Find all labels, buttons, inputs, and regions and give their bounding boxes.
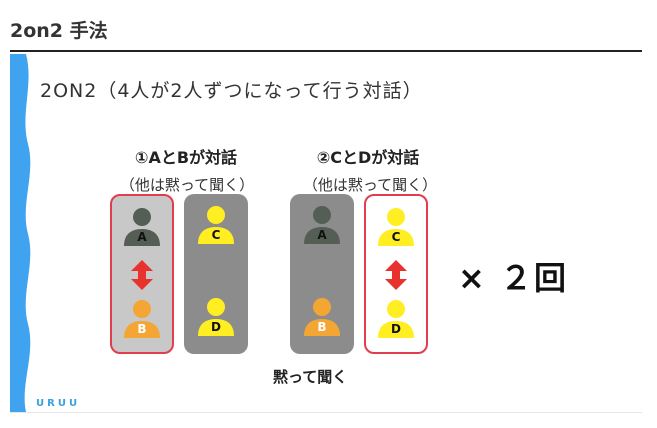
person-d-label: D	[391, 322, 401, 336]
wave-decoration	[10, 54, 31, 412]
person-icon	[124, 300, 160, 338]
person-icon	[124, 208, 160, 246]
group-2-title: ②CとDが対話	[316, 148, 420, 167]
card-ab-talking: A B	[110, 194, 174, 354]
person-icon	[198, 206, 234, 244]
group-1-subtitle: （他は黙って聞く）	[119, 176, 255, 194]
person-b-label: B	[137, 322, 147, 336]
listen-caption: 黙って聞く	[273, 368, 348, 386]
group-1-title: ①AとBが対話	[134, 148, 238, 167]
slide-heading: 2ON2（4人が2人ずつになって行う対話）	[40, 80, 423, 102]
card-ab-listening: A B	[290, 194, 354, 354]
person-d-label: D	[211, 320, 221, 334]
slide: 2ON2（4人が2人ずつになって行う対話） ①AとBが対話 （他は黙って聞く） …	[10, 54, 642, 413]
person-c-label: C	[391, 230, 401, 244]
person-c: C	[374, 206, 418, 250]
person-c: C	[194, 204, 238, 248]
double-arrow-icon	[131, 260, 153, 290]
person-icon	[378, 208, 414, 246]
person-icon	[378, 300, 414, 338]
card-cd-listening: C D	[184, 194, 248, 354]
card-cd-talking: C D	[364, 194, 428, 354]
person-icon	[304, 298, 340, 336]
person-a-label: A	[137, 230, 147, 244]
person-a: A	[120, 206, 164, 250]
group-2-subtitle: （他は黙って聞く）	[302, 176, 438, 194]
brand-logo: URUU	[36, 398, 81, 409]
double-arrow-icon	[385, 260, 407, 290]
repeat-count: × ２回	[458, 259, 568, 297]
person-b: B	[120, 298, 164, 342]
person-b-label: B	[317, 320, 327, 334]
title-divider	[10, 50, 642, 52]
person-icon	[304, 206, 340, 244]
person-d: D	[374, 298, 418, 342]
page-title: 2on2 手法	[10, 20, 108, 42]
person-icon	[198, 298, 234, 336]
person-a-label: A	[317, 228, 327, 242]
person-b: B	[300, 296, 344, 340]
person-c-label: C	[211, 228, 221, 242]
person-d: D	[194, 296, 238, 340]
person-a: A	[300, 204, 344, 248]
